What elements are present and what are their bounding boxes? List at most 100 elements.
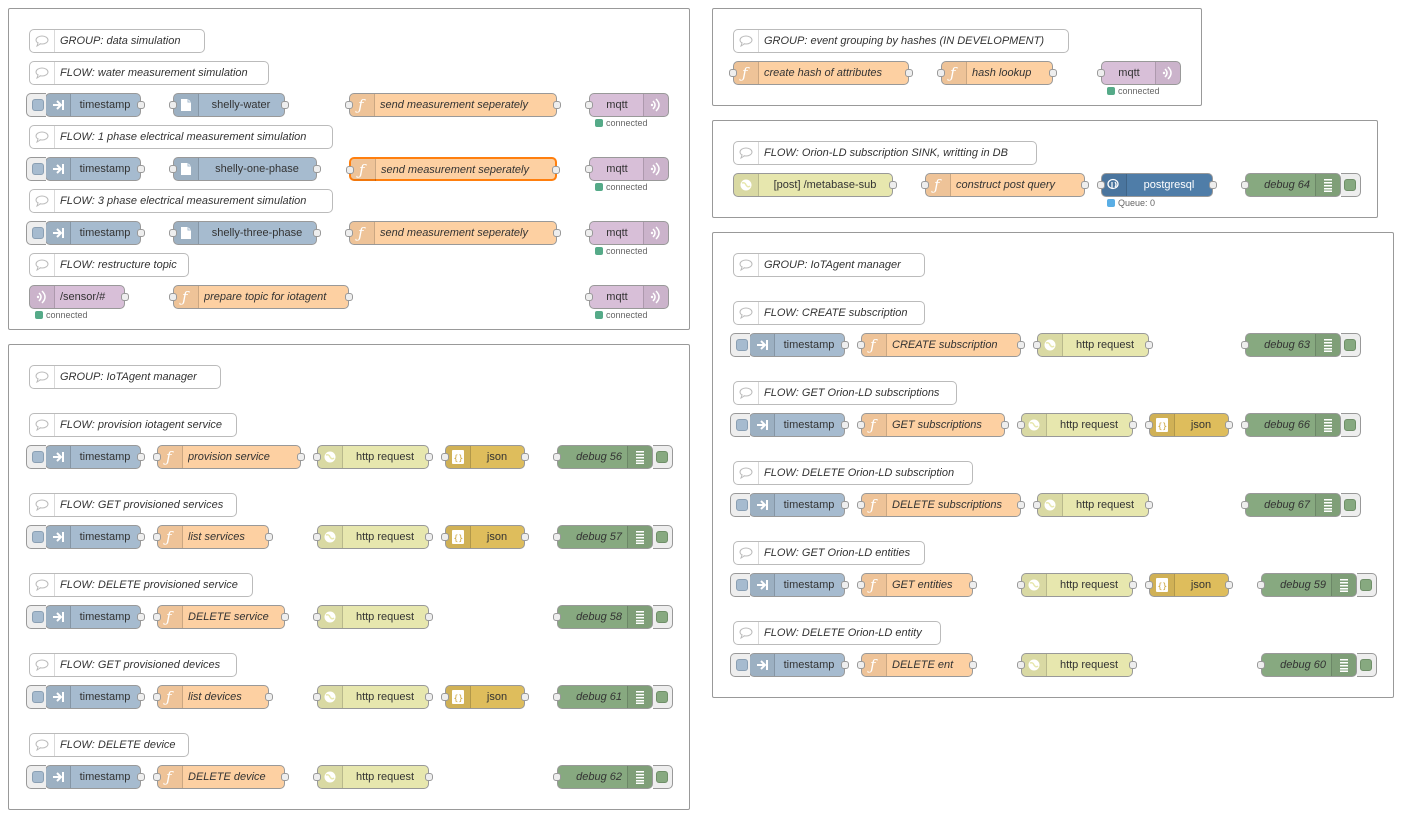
debug-toggle-button[interactable] xyxy=(653,525,673,549)
output-port[interactable] xyxy=(1129,581,1137,589)
output-port[interactable] xyxy=(969,581,977,589)
comment-flow-delete-service[interactable]: FLOW: DELETE provisioned service xyxy=(29,573,253,597)
inject-timestamp-1phase[interactable]: timestamp xyxy=(26,157,145,181)
inject-timestamp-delete-device[interactable]: timestamp xyxy=(26,765,145,789)
output-port[interactable] xyxy=(553,229,561,237)
mqtt-out-3phase[interactable]: mqtt xyxy=(585,221,669,245)
input-port[interactable] xyxy=(857,581,865,589)
output-port[interactable] xyxy=(297,453,305,461)
output-port[interactable] xyxy=(521,453,529,461)
input-port[interactable] xyxy=(153,613,161,621)
output-port[interactable] xyxy=(1129,661,1137,669)
debug-toggle-button[interactable] xyxy=(653,445,673,469)
input-port[interactable] xyxy=(857,421,865,429)
json-get-subs[interactable]: {}json xyxy=(1145,413,1233,437)
input-port[interactable] xyxy=(1097,69,1105,77)
comment-flow-get-subscriptions[interactable]: FLOW: GET Orion-LD subscriptions xyxy=(733,381,957,405)
output-port[interactable] xyxy=(281,613,289,621)
input-port[interactable] xyxy=(313,693,321,701)
output-port[interactable] xyxy=(1017,341,1025,349)
output-port[interactable] xyxy=(1225,421,1233,429)
comment-flow-restructure[interactable]: FLOW: restructure topic xyxy=(29,253,189,277)
http-request-get-services[interactable]: http request xyxy=(313,525,433,549)
debug-toggle-button[interactable] xyxy=(1341,413,1361,437)
http-request-create-sub[interactable]: http request xyxy=(1033,333,1153,357)
debug-56[interactable]: debug 56 xyxy=(553,445,673,469)
inject-trigger-button[interactable] xyxy=(26,157,46,181)
input-port[interactable] xyxy=(169,293,177,301)
mqtt-out-water[interactable]: mqtt xyxy=(585,93,669,117)
group-orion-sink[interactable] xyxy=(712,120,1378,218)
inject-trigger-button[interactable] xyxy=(730,653,750,677)
http-request-delete-entity[interactable]: http request xyxy=(1017,653,1137,677)
comment-flow-delete-device[interactable]: FLOW: DELETE device xyxy=(29,733,189,757)
comment-flow-get-services[interactable]: FLOW: GET provisioned services xyxy=(29,493,237,517)
debug-toggle-button[interactable] xyxy=(1357,653,1377,677)
debug-toggle-button[interactable] xyxy=(1341,333,1361,357)
output-port[interactable] xyxy=(521,533,529,541)
input-port[interactable] xyxy=(313,613,321,621)
debug-toggle-button[interactable] xyxy=(653,685,673,709)
input-port[interactable] xyxy=(553,453,561,461)
output-port[interactable] xyxy=(521,693,529,701)
input-port[interactable] xyxy=(169,229,177,237)
input-port[interactable] xyxy=(585,293,593,301)
http-in-metabase-sub[interactable]: [post] /metabase-sub xyxy=(733,173,897,197)
output-port[interactable] xyxy=(137,165,145,173)
comment-flow-delete-subscription[interactable]: FLOW: DELETE Orion-LD subscription xyxy=(733,461,973,485)
input-port[interactable] xyxy=(346,166,354,174)
input-port[interactable] xyxy=(153,533,161,541)
debug-57[interactable]: debug 57 xyxy=(553,525,673,549)
debug-toggle-button[interactable] xyxy=(1341,173,1361,197)
comment-flow-provision-service[interactable]: FLOW: provision iotagent service xyxy=(29,413,237,437)
template-shelly-one-phase[interactable]: shelly-one-phase xyxy=(169,157,321,181)
output-port[interactable] xyxy=(425,533,433,541)
input-port[interactable] xyxy=(937,69,945,77)
output-port[interactable] xyxy=(841,341,849,349)
input-port[interactable] xyxy=(169,165,177,173)
input-port[interactable] xyxy=(729,69,737,77)
output-port[interactable] xyxy=(1081,181,1089,189)
inject-trigger-button[interactable] xyxy=(26,525,46,549)
inject-timestamp-get-services[interactable]: timestamp xyxy=(26,525,145,549)
comment-group-hashes[interactable]: GROUP: event grouping by hashes (IN DEVE… xyxy=(733,29,1069,53)
input-port[interactable] xyxy=(313,533,321,541)
input-port[interactable] xyxy=(153,773,161,781)
inject-trigger-button[interactable] xyxy=(26,605,46,629)
output-port[interactable] xyxy=(265,693,273,701)
inject-trigger-button[interactable] xyxy=(730,573,750,597)
debug-64[interactable]: debug 64 xyxy=(1241,173,1361,197)
inject-trigger-button[interactable] xyxy=(26,93,46,117)
output-port[interactable] xyxy=(313,165,321,173)
output-port[interactable] xyxy=(1049,69,1057,77)
input-port[interactable] xyxy=(553,533,561,541)
output-port[interactable] xyxy=(265,533,273,541)
debug-63[interactable]: debug 63 xyxy=(1241,333,1361,357)
debug-toggle-button[interactable] xyxy=(653,605,673,629)
inject-timestamp-water[interactable]: timestamp xyxy=(26,93,145,117)
comment-flow-delete-entity[interactable]: FLOW: DELETE Orion-LD entity xyxy=(733,621,941,645)
output-port[interactable] xyxy=(1001,421,1009,429)
comment-group-iotagent-left[interactable]: GROUP: IoTAgent manager xyxy=(29,365,221,389)
inject-timestamp-get-subs[interactable]: timestamp xyxy=(730,413,849,437)
inject-trigger-button[interactable] xyxy=(730,493,750,517)
output-port[interactable] xyxy=(889,181,897,189)
inject-trigger-button[interactable] xyxy=(26,685,46,709)
output-port[interactable] xyxy=(841,501,849,509)
http-request-get-devices[interactable]: http request xyxy=(313,685,433,709)
output-port[interactable] xyxy=(425,613,433,621)
comment-group-data-simulation[interactable]: GROUP: data simulation xyxy=(29,29,205,53)
input-port[interactable] xyxy=(1241,181,1249,189)
template-shelly-three-phase[interactable]: shelly-three-phase xyxy=(169,221,321,245)
input-port[interactable] xyxy=(1241,501,1249,509)
comment-flow-get-devices[interactable]: FLOW: GET provisioned devices xyxy=(29,653,237,677)
inject-timestamp-delete-sub[interactable]: timestamp xyxy=(730,493,849,517)
